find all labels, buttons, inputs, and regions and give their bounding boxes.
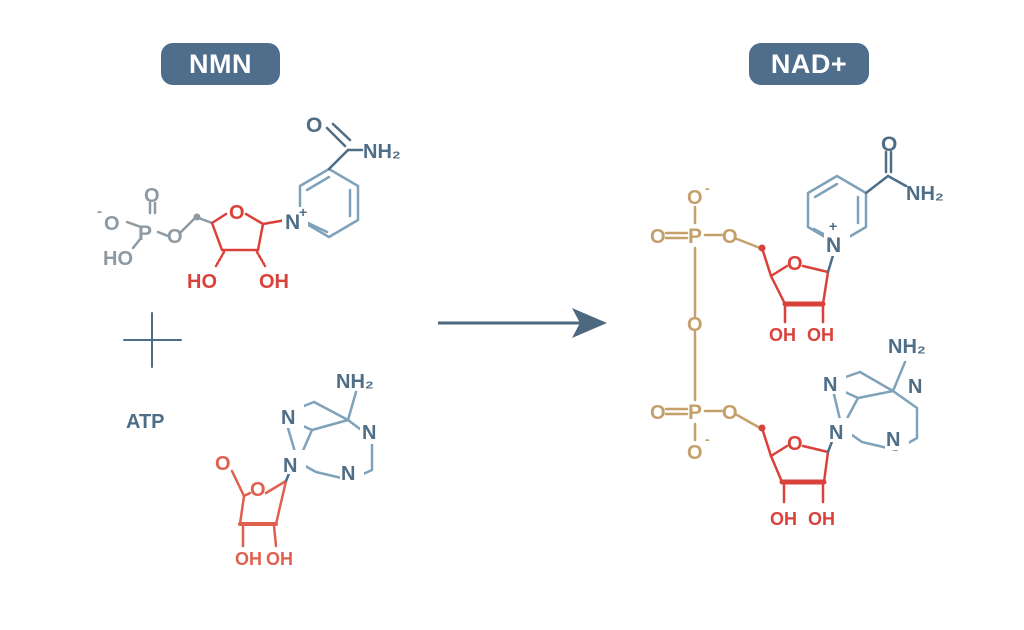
- atp-adenine-n3: N: [341, 463, 355, 485]
- nad-bottom-ribose-o: O: [787, 433, 803, 455]
- nad-structure: O - O P O O O P O O -: [650, 133, 944, 529]
- nad-top-ribose: O OH OH: [760, 246, 836, 345]
- atp-adenine-n9: N: [283, 455, 297, 477]
- nmn-title-badge: NMN: [161, 43, 280, 85]
- nad-top-o-double: O: [650, 226, 666, 248]
- atp-adenine-n1: N: [362, 422, 376, 444]
- nad-top-o-ester: O: [722, 226, 738, 248]
- nad-bottom-o-double: O: [650, 402, 666, 424]
- nad-top-ribose-o: O: [787, 253, 803, 275]
- nad-adenine-nh2: NH₂: [888, 336, 926, 358]
- nad-top-o-minus: O: [687, 187, 703, 209]
- nad-pyridinium-n: N: [826, 234, 841, 257]
- plus-sign: [123, 312, 182, 368]
- atp-label: ATP: [126, 411, 165, 433]
- nmn-ribose-ring: O HO OH: [187, 202, 289, 293]
- nad-adenine-n9: N: [829, 422, 843, 444]
- nad-top-ribose-oh-left: OH: [769, 325, 796, 345]
- nad-positive-charge: +: [829, 218, 837, 234]
- nmn-ribose-oh-right: OH: [259, 271, 289, 293]
- nmn-phosphate-group: - O O P O HO: [97, 185, 214, 270]
- atp-structure: O O OH OH N N N N NH₂: [215, 371, 384, 569]
- nmn-amide-o: O: [306, 114, 322, 137]
- atp-adenine-n7: N: [281, 407, 295, 429]
- nmn-phosphate-o-bridge: O: [167, 226, 183, 248]
- nad-adenine-n3: N: [886, 429, 900, 451]
- nad-bottom-ribose-oh-left: OH: [770, 509, 797, 529]
- nad-bottom-minus: -: [705, 431, 710, 447]
- nmn-minus-sign: -: [97, 203, 102, 220]
- nmn-nicotinamide-ring: N + O NH₂: [282, 114, 401, 239]
- nmn-phosphate-ho: HO: [103, 248, 133, 270]
- nmn-phosphate-o-double: O: [144, 185, 160, 207]
- nad-bottom-phosphorus: P: [688, 401, 702, 424]
- nmn-positive-charge: +: [299, 204, 307, 220]
- atp-ribose-oh-left: OH: [235, 549, 262, 569]
- atp-carbonyl-o: O: [215, 453, 231, 475]
- nad-phosphate-backbone: O - O P O O O P O O -: [650, 180, 766, 464]
- nad-adenine-n7: N: [823, 374, 837, 396]
- atp-adenine: N N N N NH₂: [280, 371, 384, 486]
- nmn-pyridinium-n: N: [285, 211, 300, 234]
- nad-top-minus: -: [705, 180, 710, 196]
- atp-adenine-nh2: NH₂: [336, 371, 374, 393]
- atp-ribose-oh-right: OH: [266, 549, 293, 569]
- nad-adenine-n1: N: [908, 376, 922, 398]
- nad-top-phosphorus: P: [688, 225, 702, 248]
- nad-nicotinamide-ring: N + O NH₂: [806, 133, 944, 257]
- atp-ribose-o: O: [250, 479, 266, 501]
- nmn-ribose-oh-left: HO: [187, 271, 217, 293]
- reaction-arrow: [438, 308, 607, 338]
- nmn-ribose-o: O: [229, 202, 245, 224]
- nad-bridge-o: O: [687, 314, 703, 336]
- atp-ribose-ring: O O OH OH: [215, 453, 294, 569]
- nad-bottom-o-ester: O: [722, 402, 738, 424]
- nad-bottom-ribose-oh-right: OH: [808, 509, 835, 529]
- nad-top-ribose-oh-right: OH: [807, 325, 834, 345]
- nad-bottom-ribose: O OH OH: [760, 426, 836, 529]
- nmn-structure: - O O P O HO O HO OH: [97, 114, 401, 293]
- nmn-phosphate-o-minus: O: [104, 213, 120, 235]
- nmn-phosphorus: P: [138, 222, 152, 245]
- nad-adenine: N N N N NH₂: [822, 336, 930, 452]
- nmn-amide-nh2: NH₂: [363, 141, 401, 163]
- nad-title-badge: NAD+: [749, 43, 869, 85]
- nad-bottom-o-minus: O: [687, 442, 703, 464]
- nad-amide-nh2: NH₂: [906, 183, 944, 205]
- nad-amide-o: O: [881, 133, 897, 156]
